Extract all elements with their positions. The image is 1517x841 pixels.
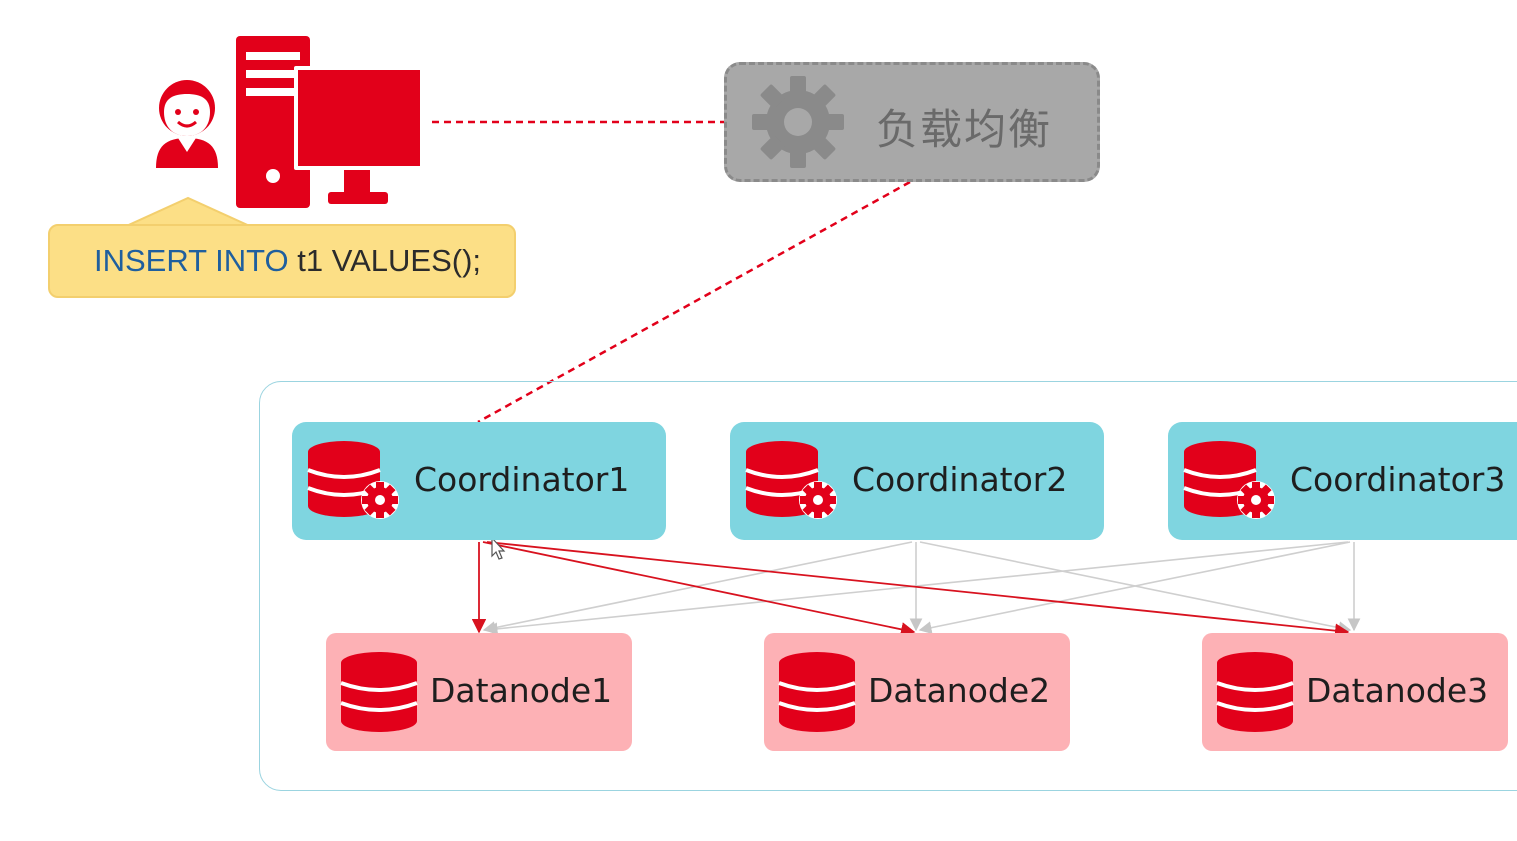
cluster-frame — [259, 381, 1517, 791]
coordinator-node-3: Coordinator3 — [1168, 422, 1517, 540]
database-icon — [778, 652, 856, 732]
coord1-to-data3-link — [486, 541, 1350, 638]
coord3-to-data2-link — [918, 541, 1351, 634]
coordinator-label: Coordinator1 — [414, 460, 630, 499]
datanode-label: Datanode2 — [868, 671, 1051, 710]
coord1-to-data2-link — [482, 541, 916, 637]
datanode-label: Datanode1 — [430, 671, 613, 710]
mouse-cursor-icon — [491, 536, 506, 560]
database-icon — [1216, 652, 1294, 732]
load-balancer-label: 负载均衡 — [876, 105, 1053, 154]
coordinator-node-1: Coordinator1 — [292, 422, 666, 540]
database-gear-icon — [1183, 441, 1275, 519]
sql-keyword: INSERT INTO — [94, 243, 289, 278]
sql-statement-rest: t1 VALUES(); — [288, 243, 482, 278]
coordinator-label: Coordinator2 — [852, 460, 1068, 499]
database-icon — [340, 652, 418, 732]
gear-icon — [752, 76, 844, 168]
desktop-computer-icon — [236, 36, 424, 208]
datanode-1: Datanode1 — [326, 633, 632, 751]
datanode-2: Datanode2 — [764, 633, 1070, 751]
datanode-3: Datanode3 — [1202, 633, 1508, 751]
coordinator-label: Coordinator3 — [1290, 460, 1506, 499]
database-gear-icon — [745, 441, 837, 519]
database-gear-icon — [307, 441, 399, 519]
user-icon — [156, 80, 218, 168]
coord3-to-data1-link — [484, 541, 1349, 636]
sql-statement-bubble: INSERT INTO t1 VALUES(); — [48, 224, 516, 298]
datanode-label: Datanode3 — [1306, 671, 1489, 710]
lb-to-coordinator1-link — [477, 180, 911, 424]
coordinator-node-2: Coordinator2 — [730, 422, 1104, 540]
